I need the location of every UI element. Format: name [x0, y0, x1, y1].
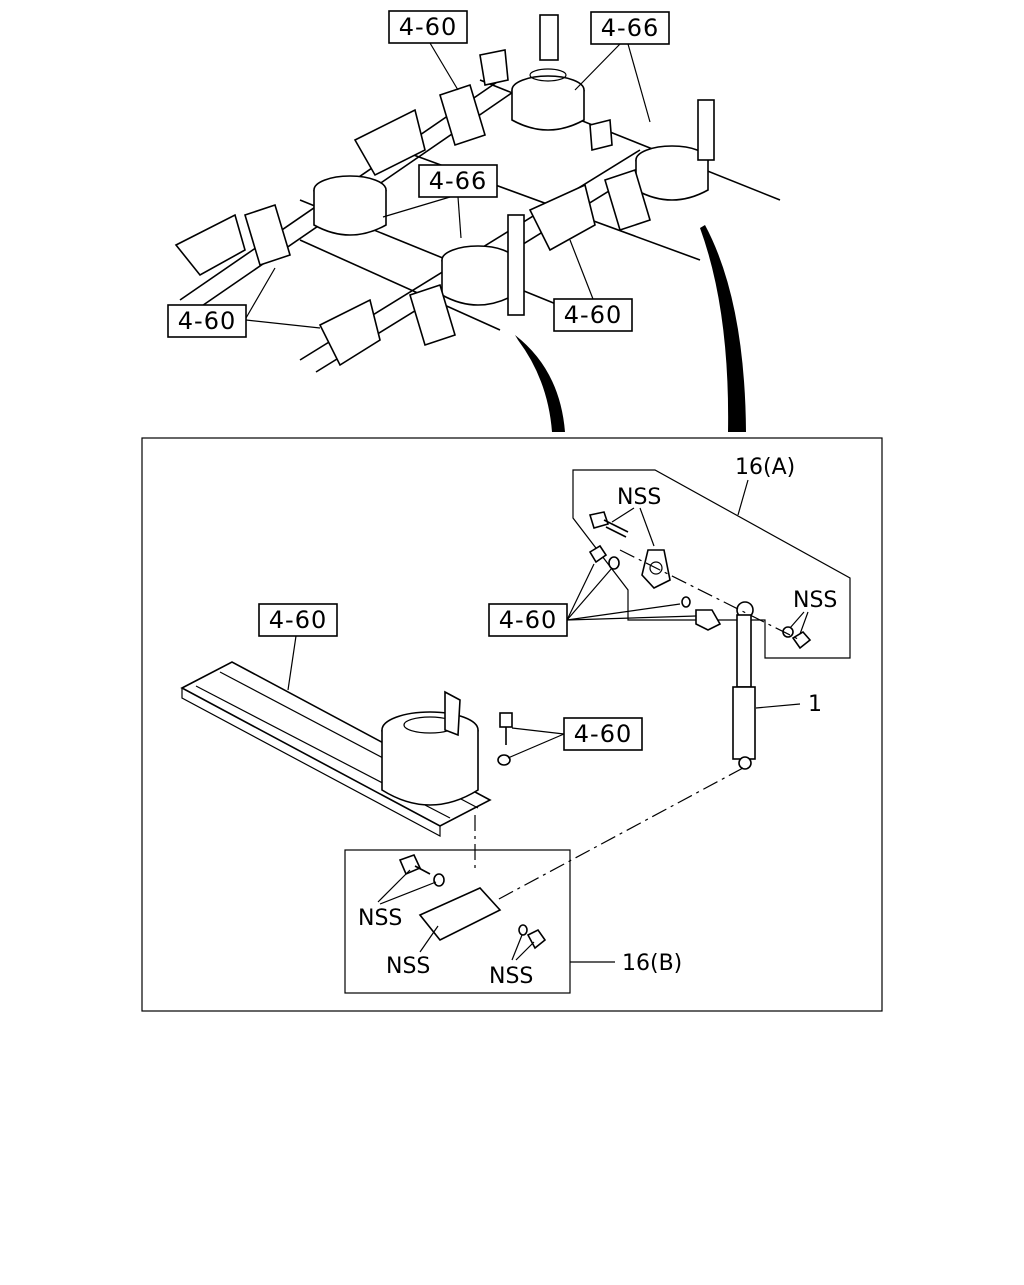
- hanger-bracket-group: [174, 14, 715, 367]
- nss-b-right: NSS: [489, 934, 535, 989]
- hex-nut-a: [588, 544, 608, 564]
- nss-b-left: NSS: [358, 869, 437, 931]
- svg-text:4-60: 4-60: [574, 720, 632, 748]
- upper-bracket: [641, 549, 671, 589]
- detail-air-spring: [381, 690, 479, 870]
- leader-arrow-left: [515, 335, 565, 432]
- lower-mount-centerline: [496, 767, 744, 901]
- svg-text:4-66: 4-66: [601, 14, 659, 42]
- svg-text:16(B): 16(B): [622, 951, 682, 976]
- air-spring-rear-left: [511, 68, 585, 131]
- mount-bolt: [695, 609, 722, 631]
- callout-right-460[interactable]: 4-60: [553, 239, 633, 332]
- air-spring-front-left: [313, 175, 387, 236]
- lower-mount-hardware: [398, 854, 547, 950]
- air-spring-rear-right: [635, 145, 709, 201]
- callout-mid-466[interactable]: 4-66: [382, 164, 498, 239]
- washer-e: [518, 924, 528, 936]
- detail-frame: [141, 437, 883, 1012]
- group-16b-outline: 16(B): [344, 849, 682, 994]
- svg-text:NSS: NSS: [386, 954, 430, 979]
- air-spring-front-right: [441, 245, 515, 306]
- svg-text:NSS: NSS: [793, 588, 837, 613]
- nss-a-right: NSS: [789, 588, 837, 635]
- washer-d: [433, 873, 445, 887]
- svg-text:4-60: 4-60: [178, 307, 236, 335]
- callout-detail-bolt-460[interactable]: 4-60: [507, 717, 643, 759]
- air-spring-bolt: [497, 712, 513, 766]
- callout-detail-bracket-460[interactable]: 4-60: [488, 563, 697, 637]
- washer-b: [681, 596, 691, 608]
- nss-a-top: NSS: [611, 485, 661, 547]
- callout-top-left-460[interactable]: 4-60: [388, 10, 468, 91]
- callout-left-460[interactable]: 4-60: [167, 267, 321, 338]
- svg-text:4-66: 4-66: [429, 167, 487, 195]
- lower-bracket: [418, 887, 502, 942]
- svg-text:16(A): 16(A): [735, 455, 795, 480]
- svg-text:NSS: NSS: [617, 485, 661, 510]
- nss-b-bottom: NSS: [386, 925, 439, 979]
- svg-text:4-60: 4-60: [399, 13, 457, 41]
- hex-bolt-a: [588, 511, 610, 529]
- callout-detail-frame-460[interactable]: 4-60: [258, 603, 338, 691]
- svg-text:NSS: NSS: [489, 964, 533, 989]
- shock-absorber: 1: [732, 614, 822, 770]
- svg-text:4-60: 4-60: [269, 606, 327, 634]
- washer-a: [608, 556, 620, 570]
- hex-bolt-b: [398, 854, 422, 876]
- u-bolt-clamp-group: [244, 49, 651, 347]
- hex-nut-b: [791, 630, 812, 650]
- upper-mount-hardware: [588, 511, 812, 650]
- svg-text:1: 1: [808, 692, 822, 717]
- callout-top-right-466[interactable]: 4-66: [574, 11, 670, 123]
- leader-arrow-right: [700, 225, 746, 432]
- svg-text:NSS: NSS: [358, 906, 402, 931]
- svg-text:4-60: 4-60: [499, 606, 557, 634]
- suspension-overview-assembly: [174, 14, 781, 432]
- svg-text:4-60: 4-60: [564, 301, 622, 329]
